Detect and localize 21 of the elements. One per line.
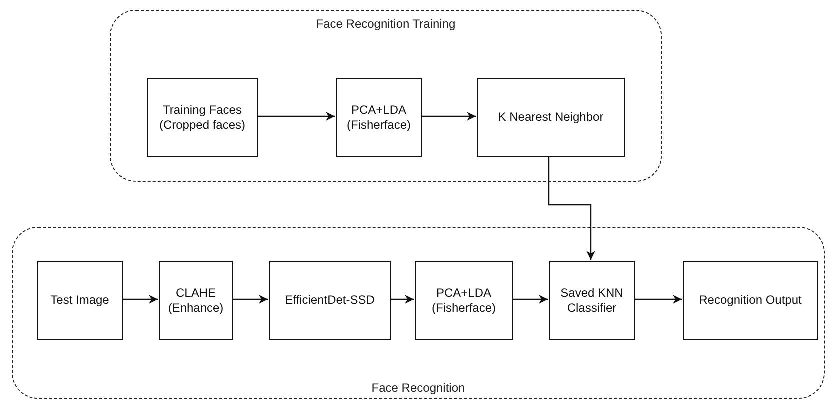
arrow (634, 295, 682, 304)
arrow (512, 295, 548, 304)
process-box: K Nearest Neighbor (477, 78, 625, 157)
arrow (390, 295, 414, 304)
process-box: Recognition Output (683, 261, 818, 340)
process-box: Test Image (37, 261, 123, 340)
process-box: Saved KNN Classifier (549, 261, 635, 340)
arrow (257, 112, 335, 121)
group-container (110, 10, 662, 182)
arrow (122, 295, 158, 304)
arrow (421, 112, 476, 121)
process-box: PCA+LDA (Fisherface) (336, 78, 422, 157)
arrow (232, 295, 268, 304)
process-box: CLAHE (Enhance) (159, 261, 233, 340)
arrow (548, 156, 596, 260)
process-box: EfficientDet-SSD (269, 261, 391, 340)
group-title: Face Recognition (372, 381, 466, 395)
process-box: Training Faces (Cropped faces) (147, 78, 258, 157)
process-box: PCA+LDA (Fisherface) (415, 261, 513, 340)
group-title: Face Recognition Training (316, 17, 456, 31)
group-container (12, 227, 825, 399)
